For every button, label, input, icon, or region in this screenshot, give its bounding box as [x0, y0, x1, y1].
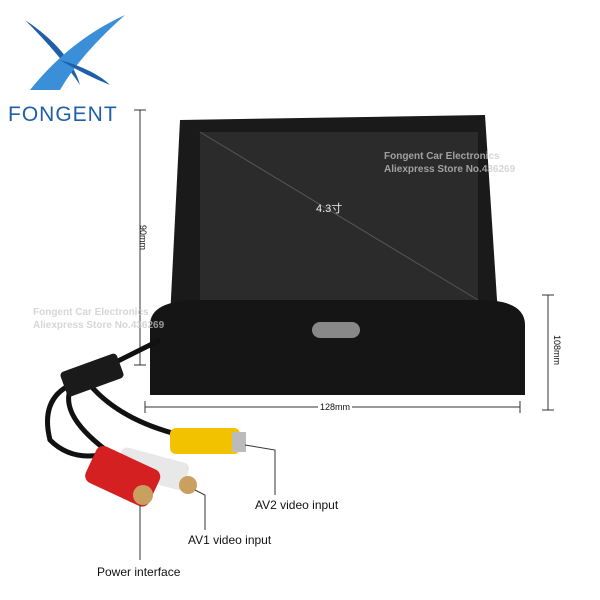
fongent-logo [25, 15, 125, 90]
power-label: Power interface [97, 565, 181, 579]
monitor [150, 115, 525, 395]
cable-splitter [60, 353, 124, 397]
watermark-line1: Fongent Car Electronics [384, 151, 500, 162]
width-dimension: 128mm [318, 402, 353, 412]
callout-lines [139, 444, 276, 560]
watermark-line2: Aliexpress Store No.436269 [33, 320, 165, 331]
red-power-connector [85, 445, 161, 507]
watermark-line2: Aliexpress Store No.436269 [384, 164, 516, 175]
av2-label: AV2 video input [255, 498, 339, 512]
av1-label: AV1 video input [188, 533, 272, 547]
brand-name: FONGENT [8, 103, 118, 126]
base-height-dimension: 108mm [552, 335, 562, 366]
height-dimension: 90mm [138, 225, 148, 251]
watermark-line1: Fongent Car Electronics [33, 307, 149, 318]
yellow-rca-connector [170, 428, 246, 454]
screen-size-label: 4.3寸 [316, 203, 343, 215]
